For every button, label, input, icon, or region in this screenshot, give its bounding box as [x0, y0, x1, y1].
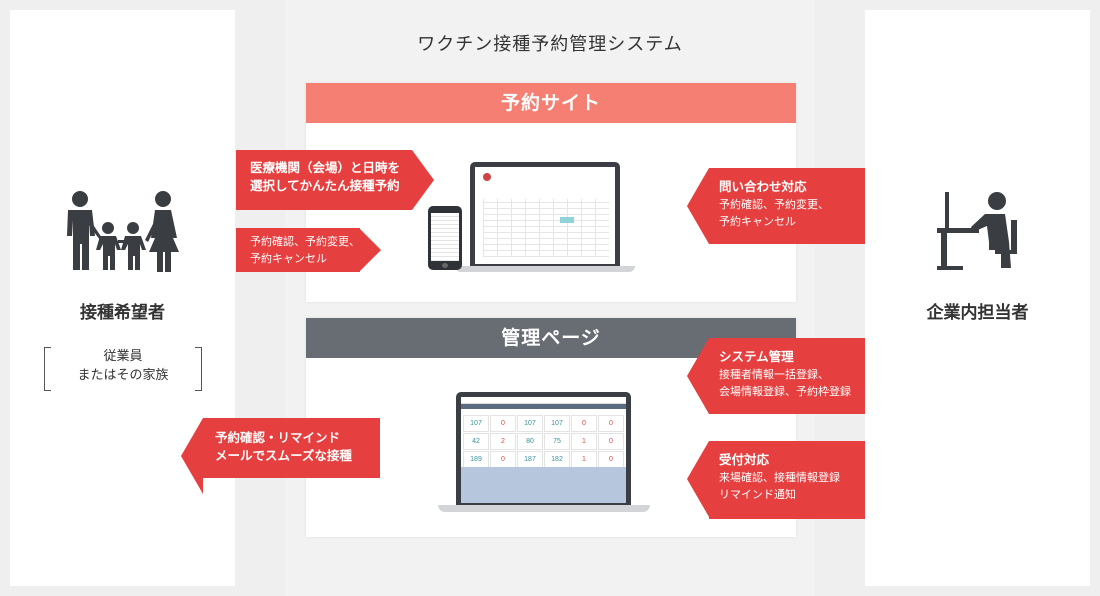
dashboard-cell: 0 [598, 415, 624, 432]
booking-tag-select-line2: 選択してかんたん接種予約 [250, 178, 400, 193]
dashboard-cell: 2 [490, 433, 516, 450]
admin-topbar [461, 397, 626, 404]
reception-tag: 受付対応 来場確認、接種情報登録 リマインド通知 [687, 441, 865, 519]
admin-navbar [461, 404, 626, 409]
phone [428, 206, 462, 270]
dashboard-cell: 0 [490, 451, 516, 468]
system-admin-tag-line1: 接種者情報一括登録、 [719, 368, 829, 381]
phone-home-button [442, 263, 448, 268]
right-person-label: 企業内担当者 [926, 303, 1029, 323]
system-admin-tag: システム管理 接種者情報一括登録、 会場情報登録、予約枠登録 [687, 338, 865, 414]
dashboard-cell: 189 [463, 451, 489, 468]
booking-tag-confirm: 予約確認、予約変更、 予約キャンセル [236, 228, 360, 272]
left-sub-line1: 従業員 [103, 349, 143, 364]
admin-laptop-base [438, 505, 650, 512]
dashboard-cell: 0 [571, 415, 597, 432]
dashboard-cell: 182 [544, 451, 570, 468]
dashboard-cell: 187 [517, 451, 543, 468]
inquiry-tag-title: 問い合わせ対応 [719, 179, 807, 194]
dashboard-cell: 0 [598, 433, 624, 450]
phone-screen [431, 213, 459, 261]
site-logo [483, 173, 491, 181]
booking-tag-select: 医療機関（会場）と日時を 選択してかんたん接種予約 [236, 150, 434, 210]
booking-tag-confirm-line1: 予約確認、予約変更、 [250, 235, 360, 248]
person-at-desk-icon [937, 192, 1017, 270]
dashboard-cell: 107 [463, 415, 489, 432]
booking-site-header: 予約サイト [306, 83, 796, 123]
dashboard-cell: 75 [544, 433, 570, 450]
dashboard-cell: 42 [463, 433, 489, 450]
dashboard-cell: 0 [490, 415, 516, 432]
booking-grid-highlight [560, 217, 574, 223]
family-icon [67, 191, 179, 272]
dashboard-cell: 1 [571, 433, 597, 450]
system-admin-tag-title: システム管理 [719, 349, 794, 364]
booking-laptop-screen [475, 167, 615, 264]
system-admin-tag-line2: 会場情報登録、予約枠登録 [719, 385, 851, 398]
booking-grid [483, 199, 609, 257]
diagram-title: ワクチン接種予約管理システム [417, 34, 683, 55]
booking-tag-confirm-line2: 予約キャンセル [250, 252, 327, 265]
booking-tag-confirm-arrow [359, 228, 381, 272]
booking-laptop [470, 162, 620, 267]
reception-tag-line1: 来場確認、接種情報登録 [719, 471, 840, 484]
inquiry-tag-line1: 予約確認、予約変更、 [719, 198, 829, 211]
left-person-label: 接種希望者 [80, 303, 165, 323]
reminder-tag-line1: 予約確認・リマインド [215, 430, 341, 445]
inquiry-tag-line2: 予約キャンセル [719, 215, 796, 228]
left-person-sub: 従業員 またはその家族 [44, 347, 202, 391]
dashboard-cell: 1 [571, 451, 597, 468]
reminder-tag-line2: メールでスムーズな接種 [215, 448, 352, 463]
reception-tag-line2: リマインド通知 [719, 488, 796, 501]
reminder-tag: 予約確認・リマインド メールでスムーズな接種 [181, 418, 380, 494]
dashboard-cell: 0 [598, 451, 624, 468]
admin-lower-area [461, 467, 626, 503]
right-column [865, 10, 1090, 586]
booking-laptop-base [455, 266, 635, 272]
dashboard-cell: 107 [544, 415, 570, 432]
booking-tag-select-line1: 医療機関（会場）と日時を [250, 160, 401, 175]
dashboard-cell: 80 [517, 433, 543, 450]
reception-tag-title: 受付対応 [719, 452, 770, 467]
left-sub-line2: またはその家族 [77, 368, 169, 383]
dashboard-cell: 107 [517, 415, 543, 432]
inquiry-tag: 問い合わせ対応 予約確認、予約変更、 予約キャンセル [687, 168, 865, 244]
